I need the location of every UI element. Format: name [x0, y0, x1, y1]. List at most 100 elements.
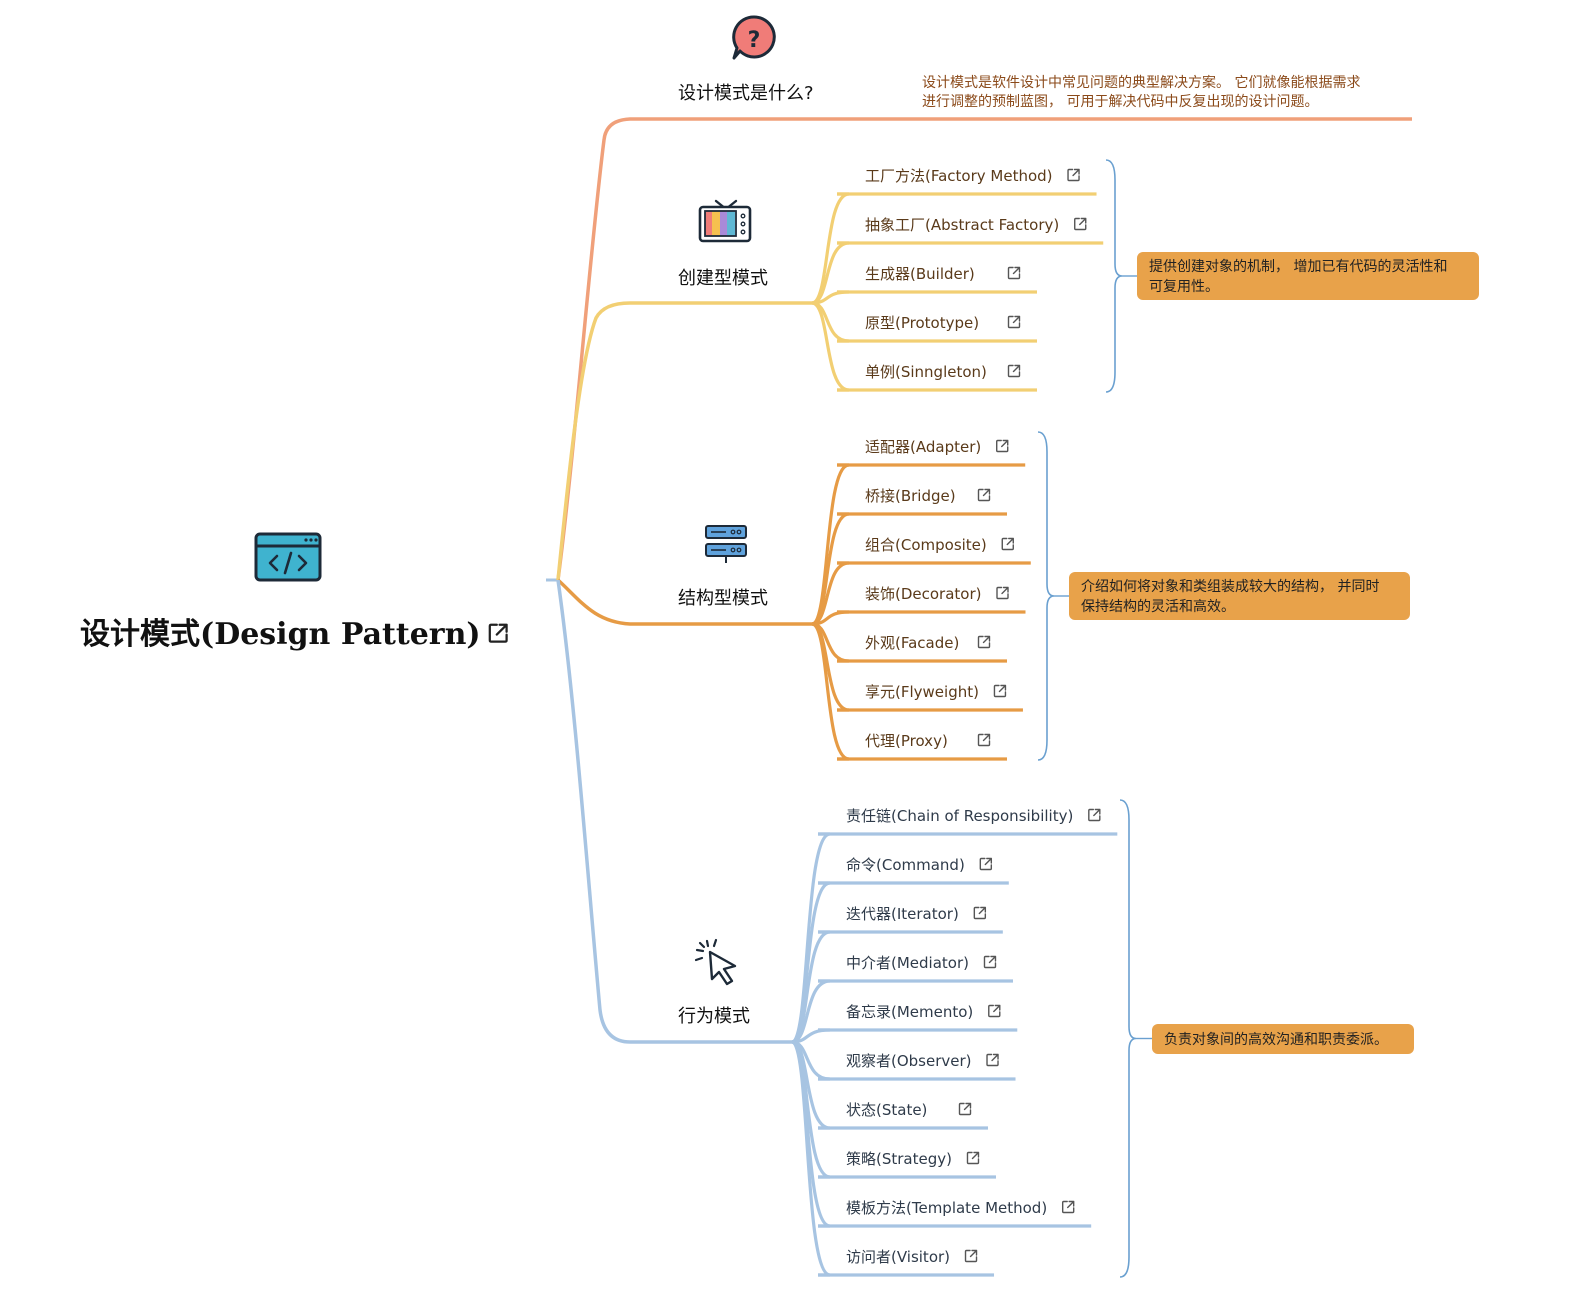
leaf-item[interactable]: 组合(Composite): [811, 536, 1031, 626]
leaf-label: 单例(Sinngleton): [865, 363, 987, 381]
external-link-icon[interactable]: [988, 1004, 1001, 1018]
summary-text: 可复用性。: [1149, 278, 1219, 295]
leaf-label: 命令(Command): [846, 856, 965, 874]
connector-what: [556, 117, 1412, 581]
leaf-connector: [811, 622, 850, 761]
leaf-item[interactable]: 中介者(Mediator): [791, 954, 1013, 1044]
summary-box[interactable]: 负责对象间的高效沟通和职责委派。: [1152, 1024, 1414, 1054]
summary-box-bg: [1152, 1024, 1414, 1054]
external-link-icon[interactable]: [977, 635, 991, 649]
leaf-label: 适配器(Adapter): [865, 438, 981, 456]
leaf-label: 工厂方法(Factory Method): [865, 167, 1053, 185]
external-link-icon[interactable]: [958, 1102, 972, 1116]
leaf-label: 原型(Prototype): [865, 314, 979, 332]
leaves-structural: 适配器(Adapter) 桥接(Bridge)组合(Composite) 装饰(De…: [811, 431, 1410, 761]
branch-what[interactable]: ? 设计模式是什么? 设计模式是软件设计中常见问题的典型解决方案。 它们就像能根…: [678, 15, 1360, 110]
leaf-label: 迭代器(Iterator): [846, 905, 959, 923]
root-node[interactable]: 设计模式(Design Pattern): [80, 532, 508, 652]
branch-title: 设计模式是什么?: [678, 83, 814, 104]
summary-text: 负责对象间的高效沟通和职责委派。: [1164, 1031, 1388, 1048]
leaf-item[interactable]: 代理(Proxy): [811, 622, 1007, 761]
external-link-icon[interactable]: [979, 857, 993, 871]
leaf-label: 装饰(Decorator): [865, 585, 982, 603]
external-link-icon[interactable]: [488, 623, 508, 643]
leaf-label: 抽象工厂(Abstract Factory): [865, 216, 1059, 234]
description-line-2: 进行调整的预制蓝图， 可用于解决代码中反复出现的设计问题。: [922, 93, 1318, 110]
connector-structural: [556, 578, 812, 626]
branch-title: 行为模式: [678, 1006, 750, 1027]
external-link-icon[interactable]: [986, 1053, 999, 1067]
leaf-label: 中介者(Mediator): [846, 954, 969, 972]
external-link-icon[interactable]: [977, 733, 991, 747]
leaf-connector: [811, 241, 850, 305]
external-link-icon[interactable]: [1007, 364, 1021, 378]
external-link-icon[interactable]: [966, 1151, 980, 1165]
leaf-label: 享元(Flyweight): [865, 683, 979, 701]
branch-title: 结构型模式: [678, 588, 768, 609]
leaf-connector: [811, 622, 850, 712]
summary-bracket: [1105, 159, 1123, 393]
leaf-item[interactable]: 适配器(Adapter): [811, 438, 1026, 626]
summary-box-bg: [1137, 252, 1479, 300]
leaf-label: 备忘录(Memento): [846, 1003, 973, 1021]
question-bubble-icon: ?: [732, 15, 776, 60]
external-link-icon[interactable]: [973, 906, 987, 920]
summary-text: 提供创建对象的机制， 增加已有代码的灵活性和: [1149, 259, 1447, 275]
leaf-connector: [811, 192, 850, 305]
summary-bracket: [1037, 431, 1055, 761]
server-icon: [705, 525, 747, 563]
external-link-icon[interactable]: [1061, 1200, 1075, 1214]
summary-text: 介绍如何将对象和类组装成较大的结构， 并同时: [1081, 579, 1379, 595]
leaves-behavioral: 责任链(Chain of Responsibility) 命令(Command) 迭…: [790, 799, 1414, 1278]
connector-behavioral: [556, 579, 792, 1044]
leaf-label: 生成器(Builder): [865, 265, 975, 283]
external-link-icon[interactable]: [983, 955, 997, 969]
leaf-item[interactable]: 备忘录(Memento): [791, 1003, 1018, 1044]
leaf-connector: [811, 301, 850, 392]
leaf-item[interactable]: 原型(Prototype): [811, 301, 1037, 343]
leaf-item[interactable]: 外观(Facade): [811, 622, 1007, 663]
external-link-icon[interactable]: [1007, 315, 1021, 329]
cursor-click-icon: [694, 938, 737, 986]
branch-title: 创建型模式: [678, 268, 768, 289]
leaf-item[interactable]: 观察者(Observer): [791, 1040, 1016, 1081]
code-window-icon: [254, 532, 322, 582]
leaf-label: 外观(Facade): [865, 634, 959, 652]
leaf-item[interactable]: 桥接(Bridge): [811, 487, 1007, 626]
leaf-label: 状态(State): [846, 1101, 927, 1119]
leaf-item[interactable]: 访问者(Visitor): [790, 1040, 995, 1277]
leaf-label: 责任链(Chain of Responsibility): [846, 807, 1073, 825]
leaf-label: 组合(Composite): [865, 536, 987, 554]
external-link-icon[interactable]: [993, 684, 1007, 698]
root-title: 设计模式(Design Pattern): [80, 617, 481, 652]
external-link-icon[interactable]: [996, 439, 1009, 453]
branch-creational[interactable]: 创建型模式: [678, 199, 768, 289]
leaf-item[interactable]: 装饰(Decorator): [811, 585, 1026, 626]
description-line-1: 设计模式是软件设计中常见问题的典型解决方案。 它们就像能根据需求: [922, 74, 1360, 91]
external-link-icon[interactable]: [1074, 217, 1087, 231]
leaf-label: 访问者(Visitor): [846, 1248, 950, 1266]
leaf-label: 策略(Strategy): [846, 1150, 952, 1168]
external-link-icon[interactable]: [1067, 168, 1080, 182]
branch-behavioral[interactable]: 行为模式: [678, 938, 750, 1027]
leaf-label: 观察者(Observer): [846, 1052, 972, 1070]
branch-structural[interactable]: 结构型模式: [678, 525, 768, 609]
leaf-item[interactable]: 迭代器(Iterator): [791, 905, 1003, 1044]
external-link-icon[interactable]: [1001, 537, 1014, 551]
summary-text: 保持结构的灵活和高效。: [1081, 598, 1235, 615]
external-link-icon[interactable]: [977, 488, 991, 502]
leaf-item[interactable]: 生成器(Builder): [811, 265, 1037, 305]
leaf-item[interactable]: 工厂方法(Factory Method): [811, 167, 1097, 305]
leaf-item[interactable]: 抽象工厂(Abstract Factory): [811, 216, 1104, 305]
external-link-icon[interactable]: [964, 1249, 978, 1263]
leaf-label: 代理(Proxy): [865, 732, 948, 750]
external-link-icon[interactable]: [1088, 808, 1101, 822]
external-link-icon[interactable]: [1007, 266, 1021, 280]
tv-icon: [698, 199, 752, 243]
leaf-item[interactable]: 单例(Sinngleton): [811, 301, 1037, 392]
leaves-layer: 工厂方法(Factory Method) 抽象工厂(Abstract Factor…: [790, 159, 1479, 1278]
summary-box-bg: [1069, 572, 1410, 620]
external-link-icon[interactable]: [996, 586, 1009, 600]
